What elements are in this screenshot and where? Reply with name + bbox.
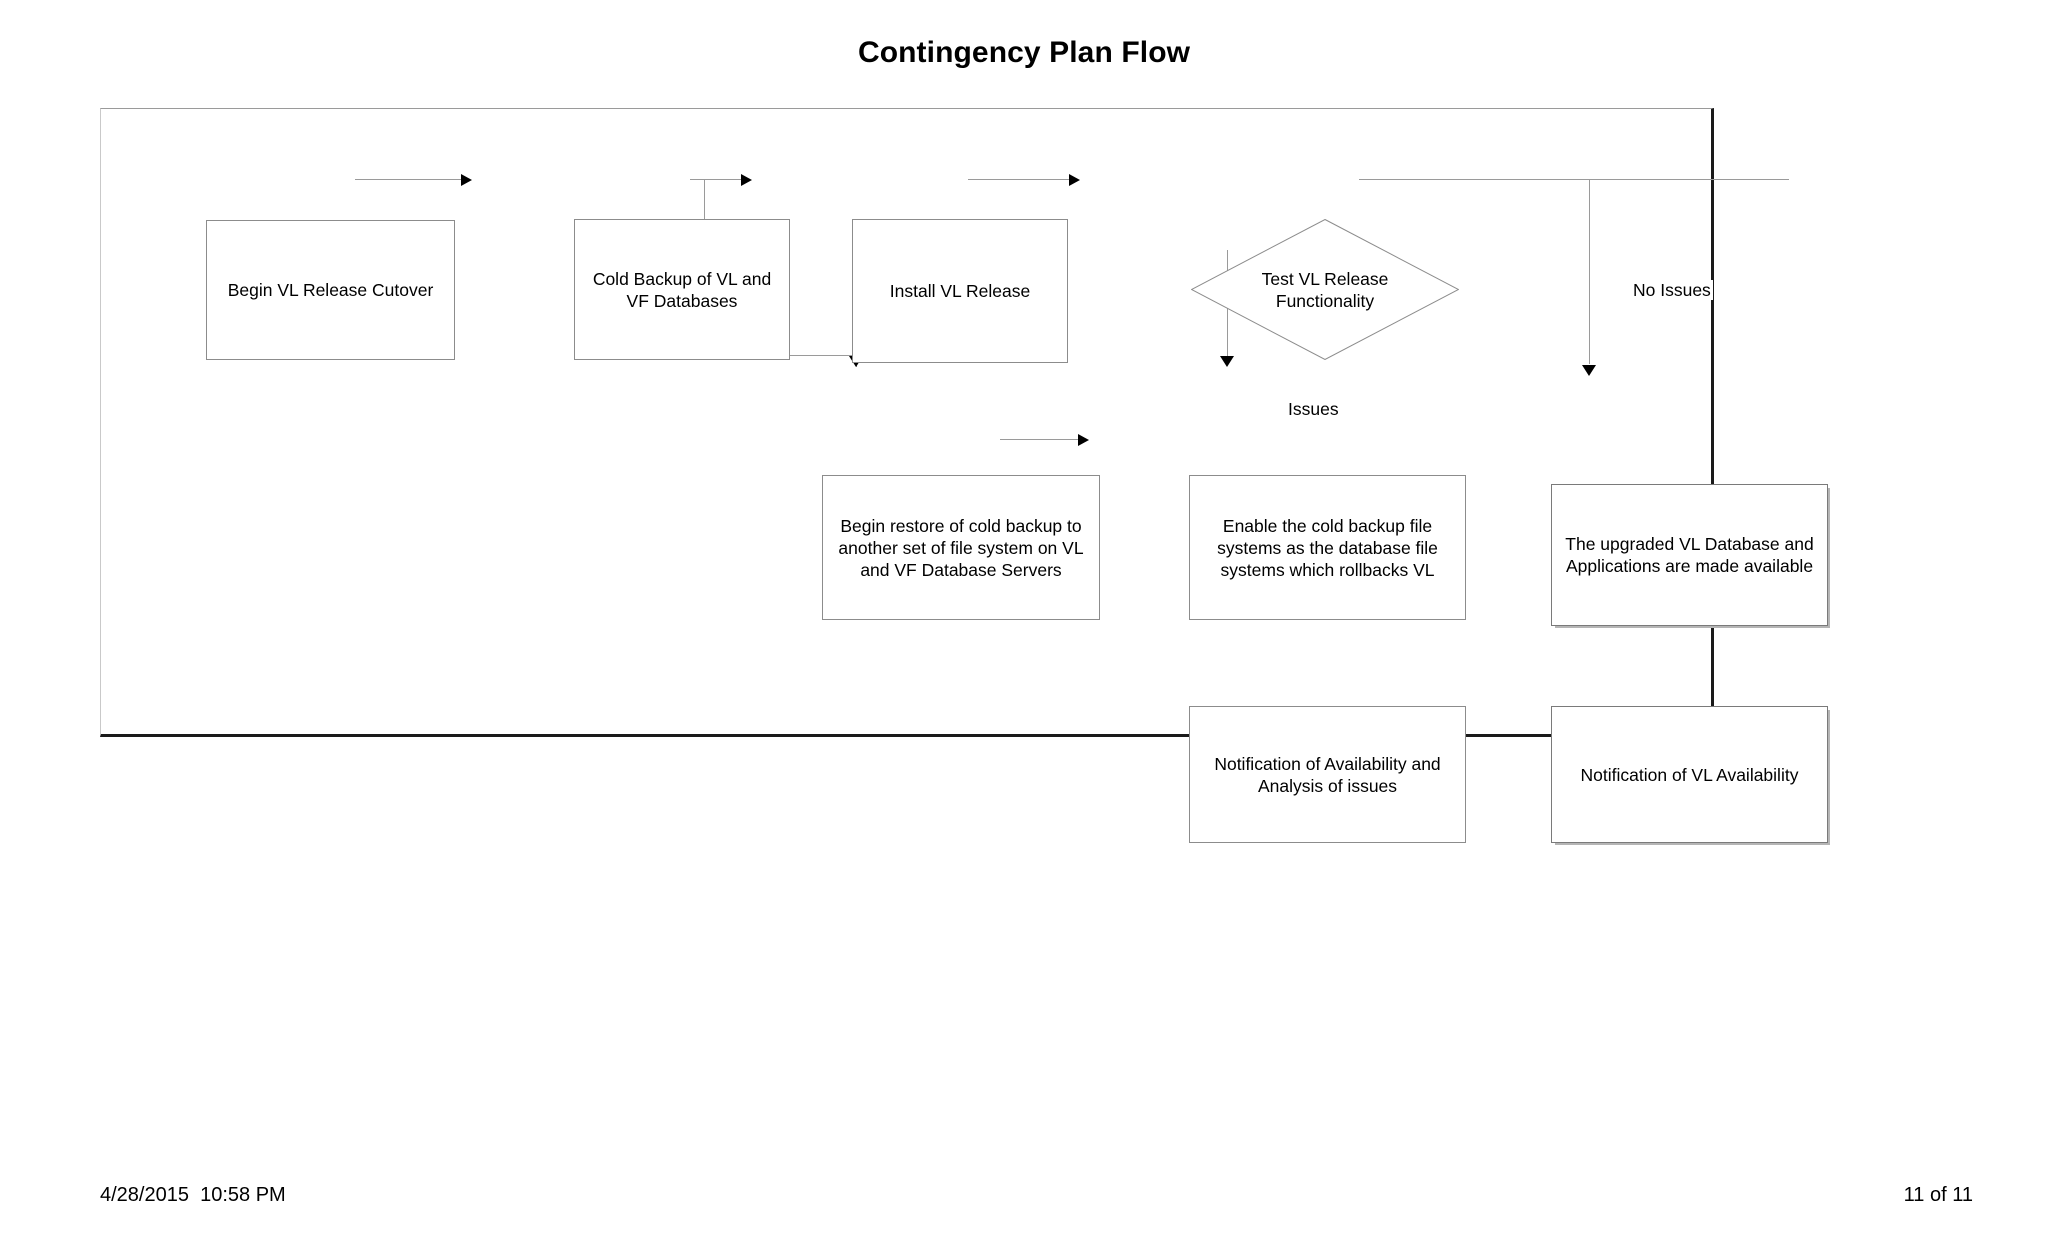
node-install-vl-release[interactable]: Install VL Release [852, 219, 1068, 363]
node-upgraded-vl-database-available[interactable]: The upgraded VL Database and Application… [1551, 484, 1828, 626]
node-enable-cold-backup-filesystems[interactable]: Enable the cold backup file systems as t… [1189, 475, 1466, 620]
edge-label-no-issues: No Issues [1631, 280, 1713, 300]
connector-test-noissues-vertical [1589, 179, 1590, 364]
arrowhead-install-to-test [1069, 174, 1080, 186]
arrowhead-backup-to-install [741, 174, 752, 186]
decision-label: Test VL Release Functionality [1261, 268, 1389, 311]
arrowhead-cutover-to-backup [461, 174, 472, 186]
edge-label-issues: Issues [1286, 399, 1341, 419]
connector-backup-to-install [690, 179, 743, 180]
decision-diamond-shape [1191, 219, 1459, 360]
node-cold-backup-databases[interactable]: Cold Backup of VL and VF Databases [574, 219, 790, 360]
connector-restore-to-enable [1000, 439, 1078, 440]
connector-cutover-to-backup [355, 179, 462, 180]
node-begin-vl-release-cutover[interactable]: Begin VL Release Cutover [206, 220, 455, 360]
footer-timestamp: 4/28/2015 10:58 PM [100, 1184, 286, 1206]
page-title: Contingency Plan Flow [857, 36, 1191, 69]
connector-install-to-test [968, 179, 1071, 180]
arrowhead-test-to-upgraded [1582, 365, 1596, 376]
diagram-frame: Begin VL Release Cutover Cold Backup of … [100, 108, 1828, 843]
arrowhead-restore-to-enable [1078, 434, 1089, 446]
node-begin-restore-cold-backup[interactable]: Begin restore of cold backup to another … [822, 475, 1100, 620]
footer-page-number: 11 of 11 [1903, 1184, 1973, 1206]
arrowhead-test-to-enable [1220, 356, 1234, 367]
connector-test-noissues-horizontal [1359, 179, 1789, 180]
node-test-vl-release-functionality[interactable]: Test VL Release Functionality [1191, 219, 1459, 360]
node-notification-vl-availability[interactable]: Notification of VL Availability [1551, 706, 1828, 843]
node-notification-availability-analysis[interactable]: Notification of Availability and Analysi… [1189, 706, 1466, 843]
